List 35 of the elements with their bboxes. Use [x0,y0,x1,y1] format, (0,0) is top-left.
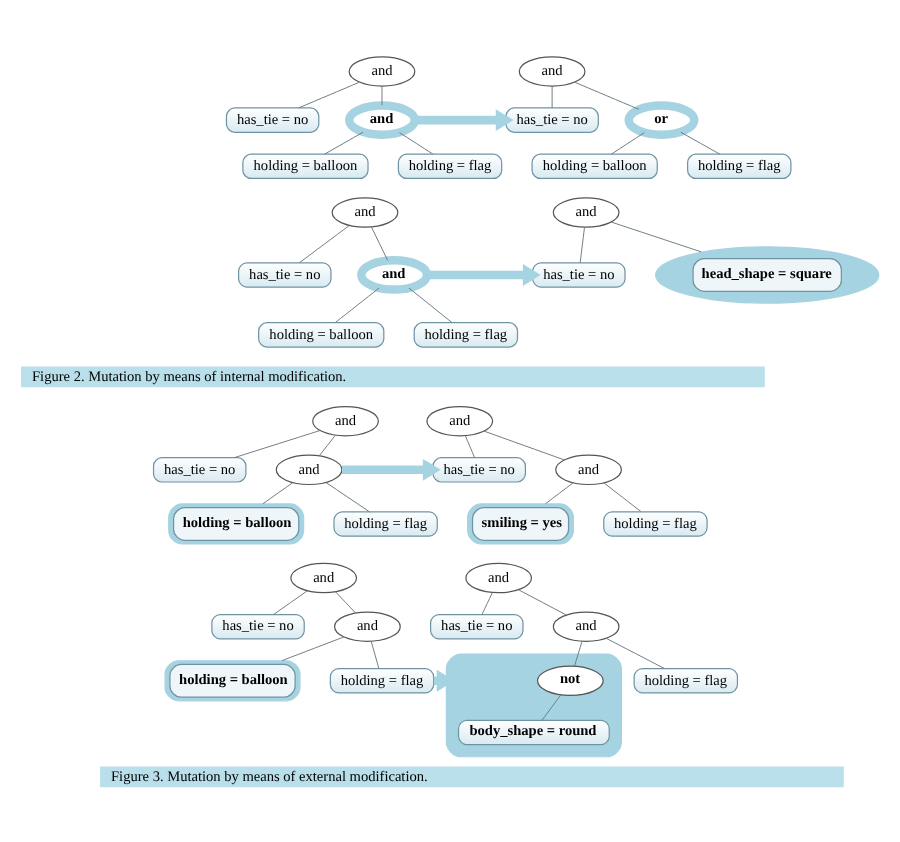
arrow [342,457,441,480]
connector [318,434,336,456]
connector [335,590,356,613]
connector [680,130,721,154]
cluster [445,652,622,757]
connector [545,481,574,504]
connector [605,636,666,669]
connector [370,225,389,260]
connector [273,589,308,614]
connector [334,286,380,323]
connector [573,640,583,666]
connector [610,220,702,252]
connector [481,591,493,614]
connector [298,80,360,108]
connector [611,131,645,154]
arrow [414,108,514,131]
connector [325,481,370,512]
connector [399,131,434,154]
connector [381,84,383,105]
arrow [427,262,541,285]
connector [299,224,350,263]
connector [603,481,642,511]
connector [574,80,640,109]
connector [262,481,294,504]
connector [483,429,565,460]
connector [518,588,567,615]
connector [541,693,562,720]
connector [370,640,380,668]
connector [465,434,475,457]
connector [579,226,585,263]
connector [324,130,364,154]
connector [551,84,553,108]
connector [408,286,453,323]
connector [281,635,345,661]
connector [234,428,321,458]
